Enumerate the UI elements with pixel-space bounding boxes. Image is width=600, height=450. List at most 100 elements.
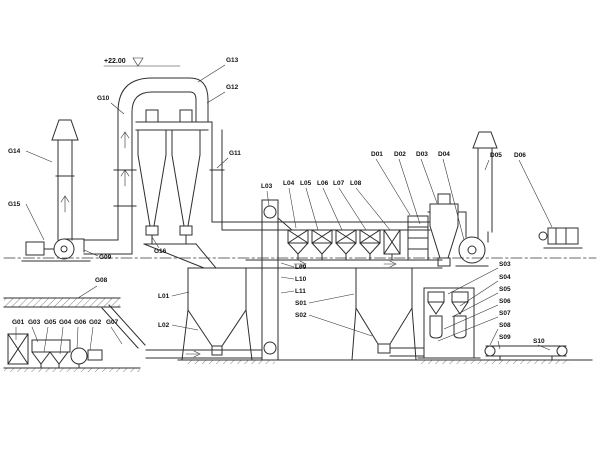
riser-duct	[83, 77, 209, 255]
leader-line-D06	[518, 159, 553, 228]
packing-feed-screw	[389, 347, 425, 357]
leader-line-G02	[89, 326, 94, 351]
leader-line-L01	[171, 291, 190, 297]
equipment-tag-L09: L09	[295, 264, 307, 271]
equipment-tag-S02: S02	[295, 312, 307, 319]
rotary-valve	[145, 225, 159, 236]
equipment-tag-G07: G07	[106, 319, 119, 326]
right-arrow-icon	[293, 260, 397, 268]
cyclone-right	[427, 193, 467, 267]
equipment-tag-L06: L06	[317, 180, 329, 187]
equipment-tag-G09: G09	[99, 254, 112, 261]
blower-motor	[87, 349, 103, 361]
bag-conveyor	[484, 345, 568, 361]
equipment-tag-L05: L05	[300, 180, 312, 187]
equipment-tag-G04: G04	[59, 319, 72, 326]
leader-line-L03	[266, 190, 270, 207]
hopper-discharge-valve	[377, 343, 391, 354]
equipment-tag-D04: D04	[438, 151, 450, 158]
leader-line-S02	[308, 314, 373, 337]
cyclone-discharge-collector	[143, 234, 217, 269]
equipment-tag-D05: D05	[490, 152, 502, 159]
leader-line-G08	[77, 285, 98, 299]
equipment-tag-S08: S08	[499, 322, 511, 329]
equipment-tag-G02: G02	[89, 319, 102, 326]
equipment-tag-L07: L07	[333, 180, 345, 187]
equipment-tag-L03: L03	[261, 183, 273, 190]
equipment-tag-S04: S04	[499, 274, 511, 281]
leader-line-L10	[280, 276, 295, 280]
leader-line-L05	[305, 187, 319, 231]
recycle-duct	[245, 259, 443, 269]
right-exhaust-stack	[472, 131, 498, 233]
leader-line-S10	[537, 344, 551, 351]
left-exhaust-stack	[51, 119, 79, 241]
hopper-discharge-valve	[211, 345, 223, 356]
equipment-tag-L01: L01	[158, 293, 170, 300]
separator-units	[287, 229, 401, 261]
up-arrow-icon	[120, 131, 130, 187]
equipment-tag-G08: G08	[95, 277, 108, 284]
equipment-tag-L08: L08	[350, 180, 362, 187]
equipment-tag-D03: D03	[416, 151, 428, 158]
leader-line-G12	[206, 91, 226, 104]
leader-line-G13	[197, 64, 226, 83]
feed-blower	[70, 347, 88, 365]
equipment-tag-G12: G12	[226, 84, 239, 91]
leader-line-L02	[171, 324, 199, 331]
left-id-fan	[21, 238, 91, 262]
air-heater-unit	[407, 215, 429, 261]
leader-line-S03	[447, 267, 499, 295]
level-triangle-icon	[132, 57, 144, 67]
rotary-valve	[437, 257, 451, 267]
leader-line-L09	[280, 262, 295, 268]
leader-line-G07	[110, 326, 123, 345]
equipment-tag-L02: L02	[158, 322, 170, 329]
leader-line-L11	[280, 290, 295, 294]
leader-line-S05	[451, 292, 499, 318]
equipment-tag-S01: S01	[295, 300, 307, 307]
leader-line-G11	[216, 157, 229, 169]
equipment-tag-G03: G03	[28, 319, 41, 326]
fan-motor	[25, 241, 45, 256]
right-arrow-icon	[185, 350, 201, 358]
equipment-tag-S05: S05	[499, 286, 511, 293]
leader-line-G04	[59, 326, 64, 355]
equipment-tag-G15: G15	[8, 201, 21, 208]
id-fan-right	[455, 231, 489, 267]
leader-line-D04	[442, 158, 465, 241]
elevation-label: +22.00	[104, 58, 126, 65]
raw-feed-conveyor	[3, 297, 121, 308]
equipment-tag-S06: S06	[499, 298, 511, 305]
leader-line-G06	[76, 326, 79, 349]
rotary-valve	[179, 225, 193, 236]
cyclone-separators	[135, 109, 213, 236]
bucket-elevator	[261, 199, 293, 361]
dispersion-duct	[211, 221, 431, 231]
discharge-unit-right	[538, 227, 583, 249]
equipment-tag-G13: G13	[226, 57, 239, 64]
equipment-tag-L11: L11	[295, 288, 306, 295]
equipment-tag-S09: S09	[499, 334, 511, 341]
leader-line-L08	[355, 187, 391, 231]
incline-feed-chute	[101, 304, 146, 349]
leader-line-S04	[459, 280, 499, 307]
equipment-tag-S10: S10	[533, 338, 545, 345]
leader-line-G16	[151, 236, 160, 249]
product-hopper-1	[181, 267, 253, 361]
packing-machines	[417, 287, 481, 359]
leader-line-G09	[83, 249, 99, 257]
up-arrow-icon	[60, 195, 70, 213]
product-hopper-2	[351, 267, 417, 361]
leader-line-D01	[375, 158, 411, 216]
leader-line-G14	[25, 150, 53, 163]
bottom-transfer-duct	[145, 349, 263, 359]
equipment-tag-D02: D02	[394, 151, 406, 158]
equipment-tag-L10: L10	[295, 276, 307, 283]
ground-lines	[3, 359, 593, 372]
equipment-tag-S03: S03	[499, 261, 511, 268]
leader-line-S08	[489, 328, 499, 346]
equipment-tag-G05: G05	[44, 319, 57, 326]
leader-line-D02	[398, 158, 421, 225]
